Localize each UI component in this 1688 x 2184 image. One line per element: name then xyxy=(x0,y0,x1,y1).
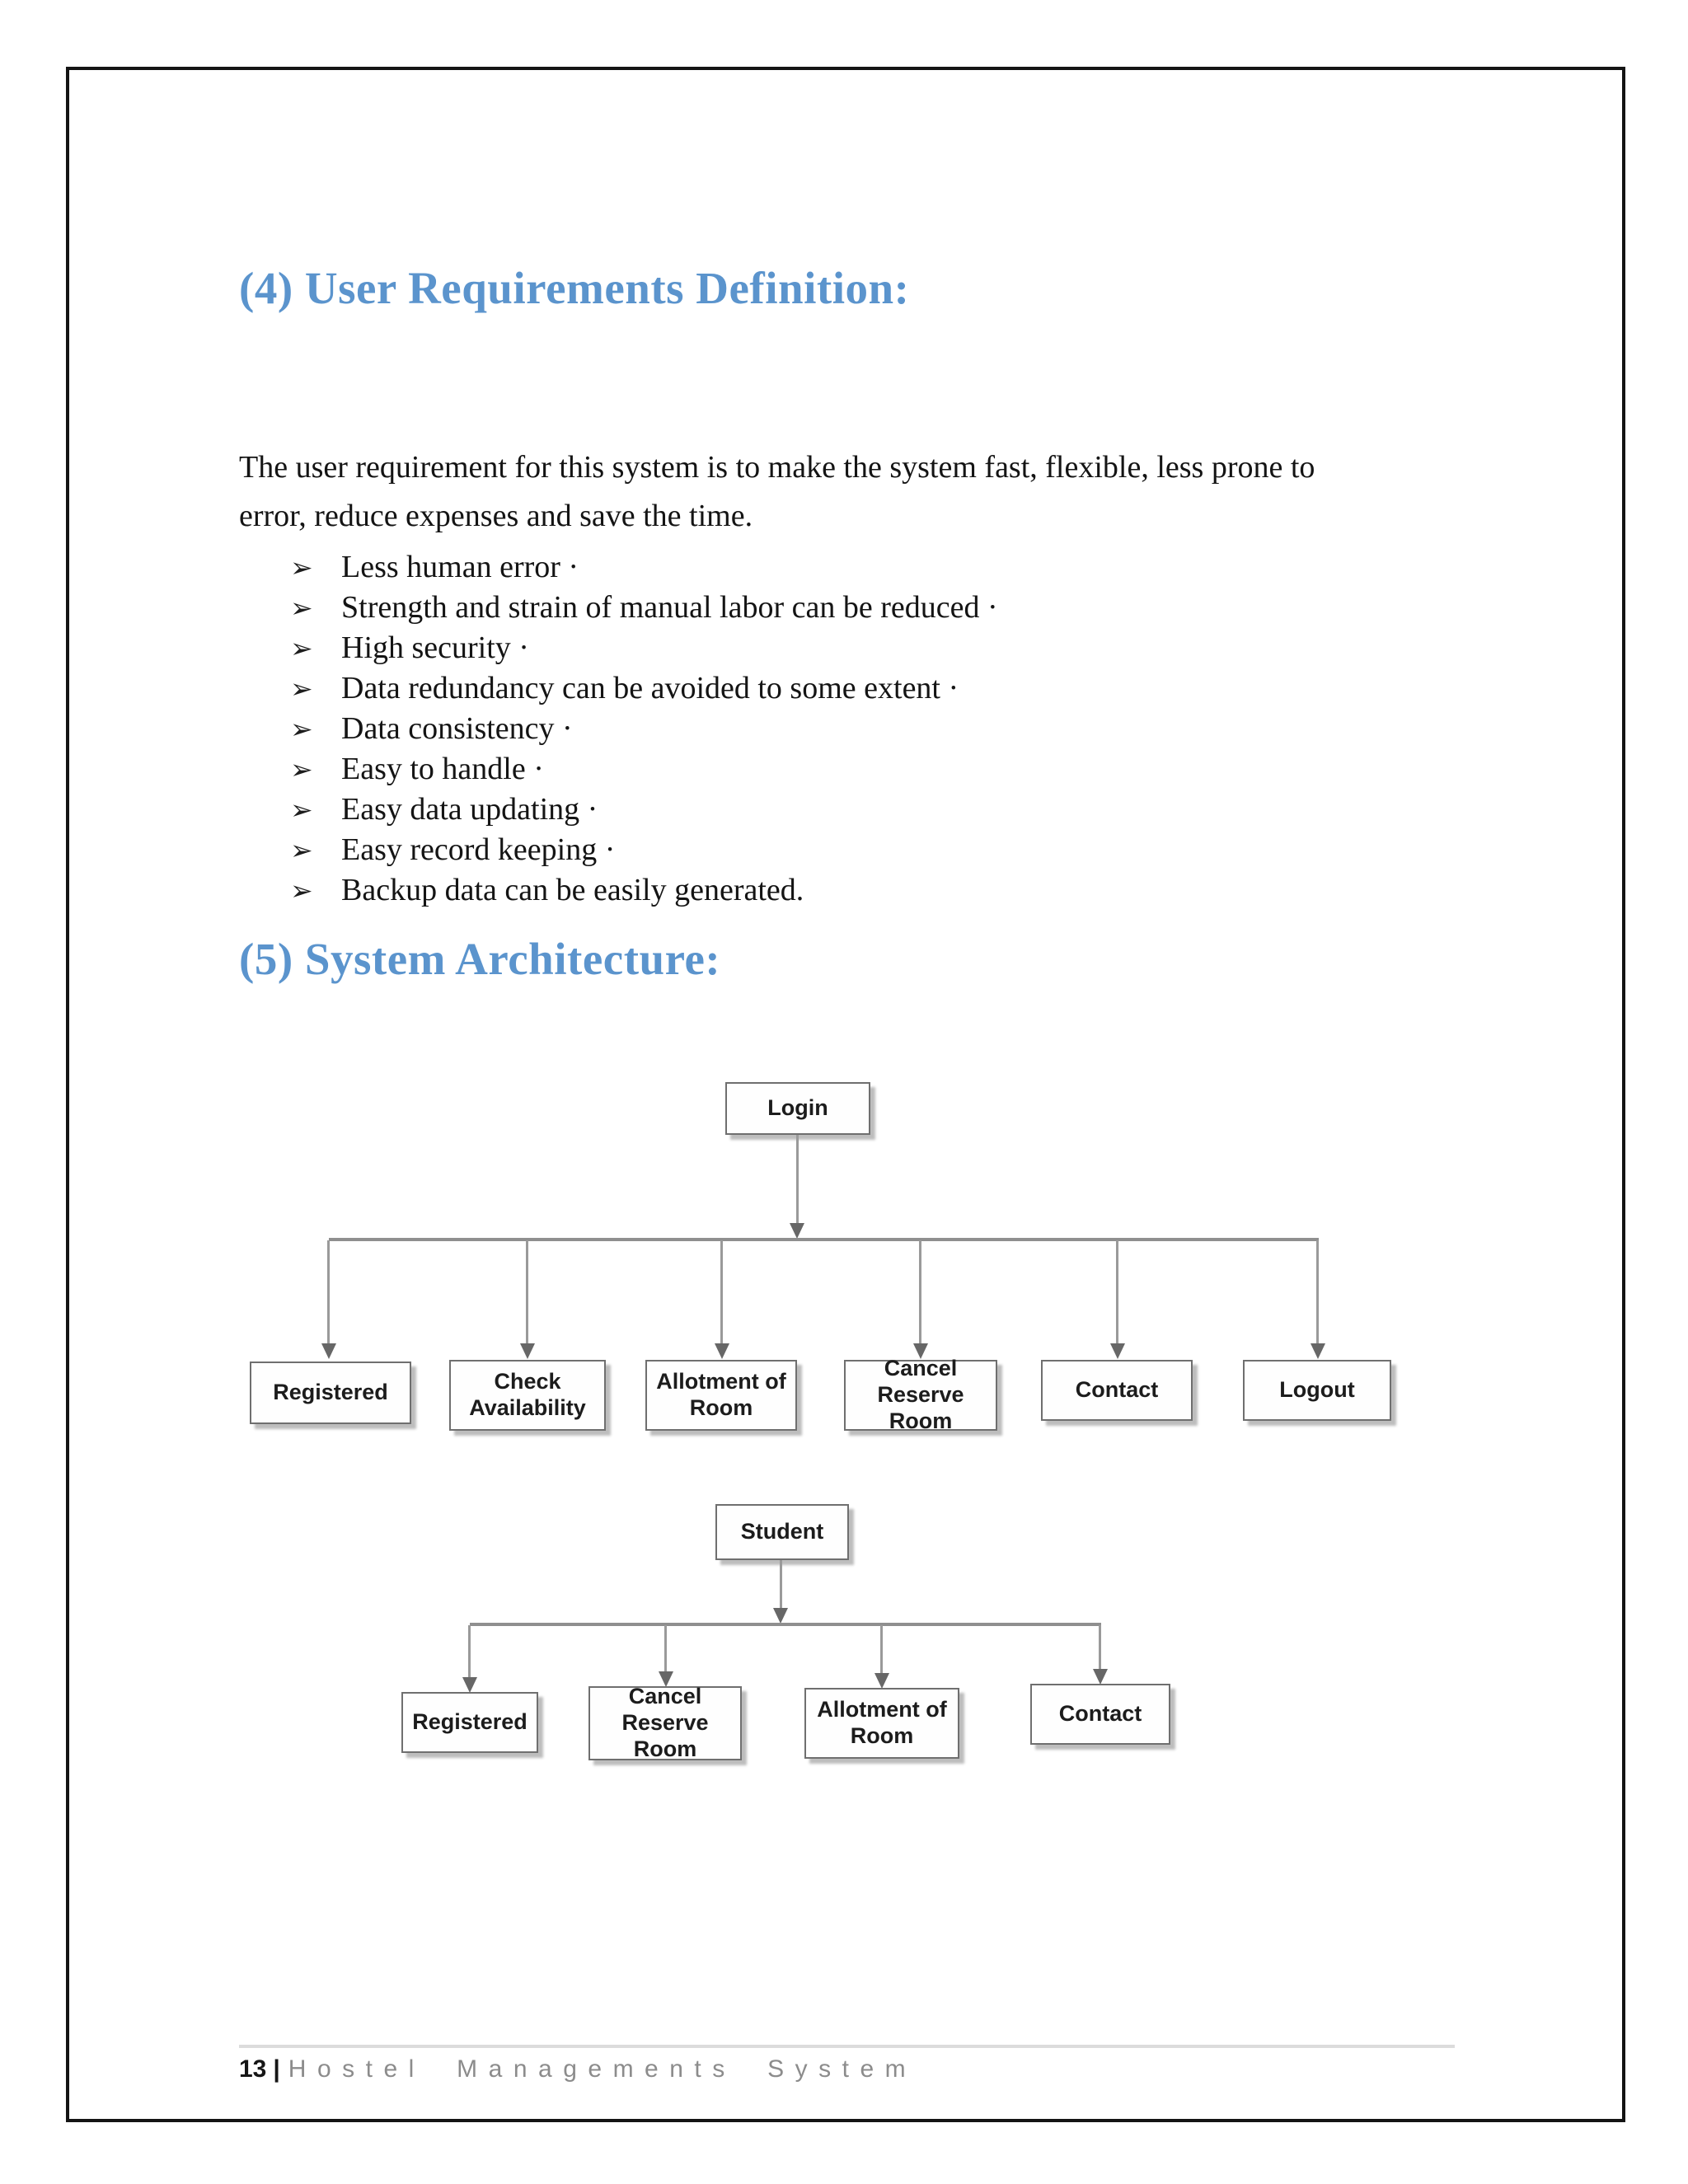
connector-drop xyxy=(919,1240,921,1343)
footer-document-title: Hostel Managements System xyxy=(288,2055,917,2083)
bullet-arrow-icon: ➢ xyxy=(290,877,313,907)
node-allotment-of-room: Allotment of Room xyxy=(645,1360,797,1431)
bullet-arrow-icon: ➢ xyxy=(290,796,313,826)
node-cancel-reserve-room: Cancel Reserve Room xyxy=(844,1356,997,1433)
connector-drop xyxy=(720,1240,723,1343)
arrow-down-icon xyxy=(462,1677,477,1693)
requirement-text: Less human error · xyxy=(341,550,579,584)
arrow-down-icon xyxy=(321,1343,336,1359)
arrow-down-icon xyxy=(913,1343,928,1359)
heading-system-architecture: (5) System Architecture: xyxy=(239,934,721,984)
bullet-arrow-icon: ➢ xyxy=(290,837,313,866)
requirement-item: ➢ Data consistency · xyxy=(290,710,998,751)
arrow-down-icon xyxy=(773,1608,788,1624)
node-allotment-of-room: Allotment of Room xyxy=(804,1688,959,1759)
requirement-text: Strength and strain of manual labor can … xyxy=(341,590,998,625)
bullet-arrow-icon: ➢ xyxy=(290,554,313,583)
node-contact: Contact xyxy=(1041,1360,1193,1421)
requirement-item: ➢ Easy record keeping · xyxy=(290,832,998,872)
connector-drop xyxy=(1116,1240,1118,1343)
footer-separator: | xyxy=(273,2055,280,2083)
bullet-arrow-icon: ➢ xyxy=(290,635,313,664)
bullet-arrow-icon: ➢ xyxy=(290,675,313,705)
arrow-down-icon xyxy=(790,1223,804,1239)
requirement-item: ➢ High security · xyxy=(290,630,998,670)
arrow-down-icon xyxy=(520,1343,535,1359)
bullet-arrow-icon: ➢ xyxy=(290,594,313,624)
heading-user-requirements: (4) User Requirements Definition: xyxy=(239,263,910,313)
requirement-item: ➢ Easy to handle · xyxy=(290,751,998,791)
arrow-down-icon xyxy=(1110,1343,1125,1359)
arrow-down-icon xyxy=(715,1343,729,1359)
connector-drop xyxy=(1316,1240,1319,1343)
requirement-item: ➢ Backup data can be easily generated. xyxy=(290,872,998,912)
requirement-text: High security · xyxy=(341,630,529,665)
node-contact: Contact xyxy=(1030,1684,1170,1745)
requirement-item: ➢ Easy data updating · xyxy=(290,791,998,832)
requirement-item: ➢ Data redundancy can be avoided to some… xyxy=(290,670,998,710)
requirement-text: Easy record keeping · xyxy=(341,832,616,867)
requirement-text: Easy data updating · xyxy=(341,792,598,827)
node-logout: Logout xyxy=(1243,1360,1391,1421)
connector-drop xyxy=(526,1240,528,1343)
requirement-item: ➢ Less human error · xyxy=(290,549,998,589)
arrow-down-icon xyxy=(874,1673,889,1689)
connector-login-stem xyxy=(796,1135,799,1224)
connector-student-branch-bar xyxy=(470,1623,1101,1626)
requirement-text: Data redundancy can be avoided to some e… xyxy=(341,671,959,705)
node-registered: Registered xyxy=(250,1361,411,1424)
requirements-list: ➢ Less human error · ➢ Strength and stra… xyxy=(290,549,998,912)
arrow-down-icon xyxy=(659,1671,673,1687)
connector-drop xyxy=(664,1625,667,1671)
bullet-arrow-icon: ➢ xyxy=(290,756,313,785)
node-cancel-reserve-room: Cancel Reserve Room xyxy=(588,1684,742,1761)
connector-student-stem xyxy=(780,1560,782,1609)
intro-paragraph: The user requirement for this system is … xyxy=(239,450,1315,534)
node-student: Student xyxy=(715,1504,849,1560)
page-number: 13 xyxy=(239,2055,267,2083)
connector-drop xyxy=(880,1625,883,1673)
requirement-text: Backup data can be easily generated. xyxy=(341,873,804,907)
arrow-down-icon xyxy=(1311,1343,1325,1359)
bullet-arrow-icon: ➢ xyxy=(290,715,313,745)
node-registered: Registered xyxy=(401,1692,538,1753)
requirement-item: ➢ Strength and strain of manual labor ca… xyxy=(290,589,998,630)
node-login: Login xyxy=(725,1082,870,1135)
connector-drop xyxy=(327,1240,330,1343)
connector-drop xyxy=(468,1625,471,1677)
page-footer: 13 | Hostel Managements System xyxy=(239,2055,917,2083)
connector-login-branch-bar xyxy=(329,1238,1319,1241)
node-check-availability: Check Availability xyxy=(449,1360,606,1431)
requirement-text: Easy to handle · xyxy=(341,752,544,786)
requirement-text: Data consistency · xyxy=(341,711,573,746)
connector-drop xyxy=(1099,1625,1101,1669)
footer-divider xyxy=(239,2045,1455,2048)
arrow-down-icon xyxy=(1093,1669,1108,1685)
